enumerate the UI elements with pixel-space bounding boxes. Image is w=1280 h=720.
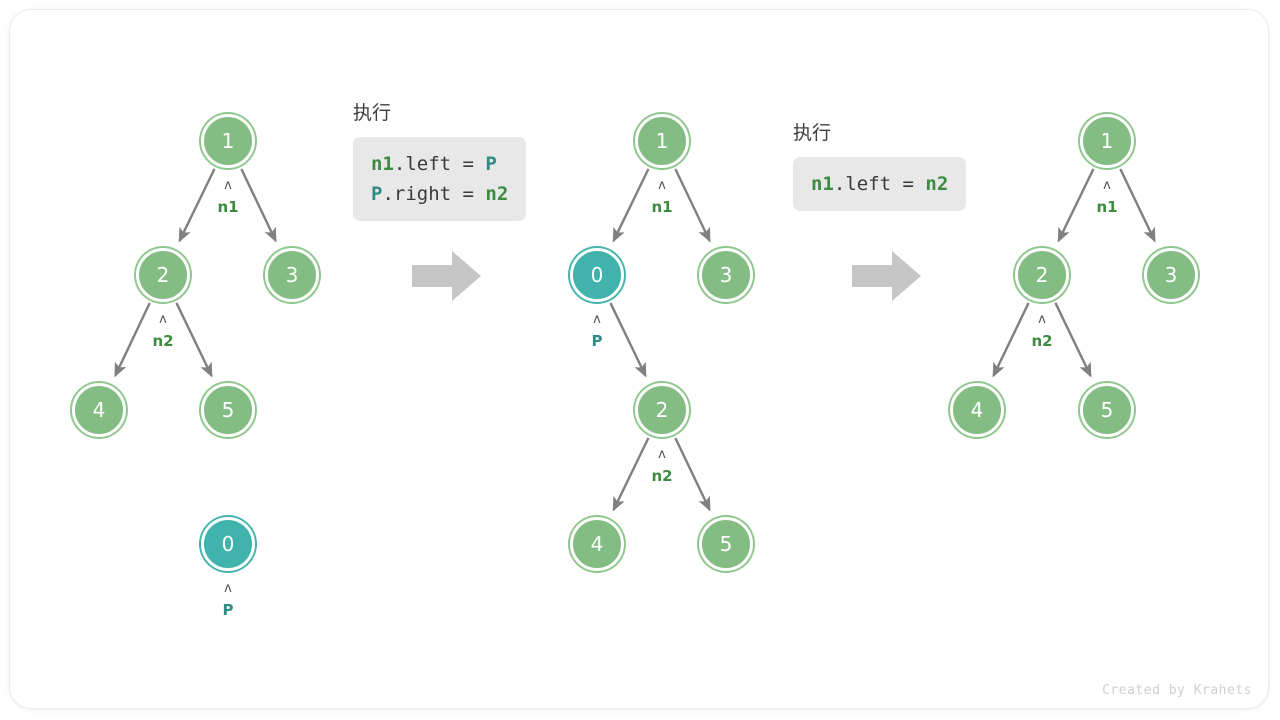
tree-node: 1 <box>1080 114 1134 168</box>
pointer-label-n2: ʌ n2 <box>639 447 685 485</box>
pointer-label-text: n1 <box>217 198 239 216</box>
tree-node-value: 2 <box>1035 263 1049 287</box>
code-token: n1 <box>811 173 834 195</box>
step-title: 执行 <box>793 122 832 144</box>
tree-node-value: 5 <box>221 398 235 422</box>
pointer-label-text: n1 <box>1096 198 1118 216</box>
code-line: n1.left = P <box>371 149 508 179</box>
code-line: n1.left = n2 <box>811 169 948 199</box>
tree-node: 3 <box>1144 248 1198 302</box>
tree-node: 1 <box>201 114 255 168</box>
code-block: n1.left = n2 <box>793 157 967 211</box>
tree-node: 2 <box>136 248 190 302</box>
tree-node-value: 0 <box>590 263 604 287</box>
pointer-label-text: P <box>591 332 603 350</box>
pointer-label-text: n2 <box>152 332 174 350</box>
tree-node-value: 2 <box>156 263 170 287</box>
tree-node: 5 <box>201 383 255 437</box>
tree-node-value: 4 <box>970 398 984 422</box>
caret-up-icon: ʌ <box>1038 312 1046 327</box>
code-token: n1 <box>371 153 394 175</box>
tree-node: 0 <box>201 517 255 571</box>
pointer-label-n1: ʌ n1 <box>1084 178 1130 216</box>
pointer-label-n2: ʌ n2 <box>140 312 186 350</box>
tree-node-value: 0 <box>221 532 235 556</box>
tree-node: 4 <box>950 383 1004 437</box>
caret-up-icon: ʌ <box>1103 178 1111 193</box>
code-token: .left = <box>393 153 486 175</box>
pointer-label-n1: ʌ n1 <box>205 178 251 216</box>
caret-up-icon: ʌ <box>658 447 666 462</box>
tree-node-value: 3 <box>719 263 733 287</box>
tree-node: 5 <box>1080 383 1134 437</box>
code-line: P.right = n2 <box>371 179 508 209</box>
code-token: n2 <box>485 183 509 205</box>
tree-node-value: 4 <box>590 532 604 556</box>
right-arrow-icon <box>852 251 921 301</box>
step-title: 执行 <box>353 102 392 124</box>
transition-arrow-2 <box>852 249 922 303</box>
code-token: P <box>371 183 383 205</box>
code-token: .right = <box>382 183 486 205</box>
pointer-label-n1: ʌ n1 <box>639 178 685 216</box>
caret-up-icon: ʌ <box>159 312 167 327</box>
pointer-label-n2: ʌ n2 <box>1019 312 1065 350</box>
tree-node-value: 2 <box>655 398 669 422</box>
code-token: P <box>485 153 497 175</box>
pointer-label-text: n2 <box>1031 332 1053 350</box>
right-arrow-icon <box>412 251 481 301</box>
caret-up-icon: ʌ <box>658 178 666 193</box>
tree-node: 3 <box>699 248 753 302</box>
tree-node: 2 <box>635 383 689 437</box>
caret-up-icon: ʌ <box>224 178 232 193</box>
tree-node: 2 <box>1015 248 1069 302</box>
tree-node-value: 5 <box>719 532 733 556</box>
tree-node-value: 1 <box>655 129 669 153</box>
tree-node-value: 1 <box>221 129 235 153</box>
pointer-label-text: P <box>222 601 234 619</box>
tree-node: 0 <box>570 248 624 302</box>
tree-node-value: 5 <box>1100 398 1114 422</box>
pointer-label-text: n1 <box>651 198 673 216</box>
code-token: n2 <box>925 173 949 195</box>
tree-node: 5 <box>699 517 753 571</box>
credit-text: Created by Krahets <box>1102 683 1252 698</box>
tree-node-value: 4 <box>92 398 106 422</box>
code-token: .left = <box>833 173 926 195</box>
tree-node-value: 3 <box>1164 263 1178 287</box>
tree-node: 3 <box>265 248 319 302</box>
tree-node-value: 3 <box>285 263 299 287</box>
transition-arrow-1 <box>412 249 482 303</box>
tree-node: 4 <box>72 383 126 437</box>
tree-node-value: 1 <box>1100 129 1114 153</box>
tree-node: 4 <box>570 517 624 571</box>
step-2: 执行 n1.left = n2 <box>793 118 967 211</box>
pointer-label-text: n2 <box>651 467 673 485</box>
diagram-card <box>9 9 1269 709</box>
caret-up-icon: ʌ <box>224 581 232 596</box>
tree-node: 1 <box>635 114 689 168</box>
caret-up-icon: ʌ <box>593 312 601 327</box>
